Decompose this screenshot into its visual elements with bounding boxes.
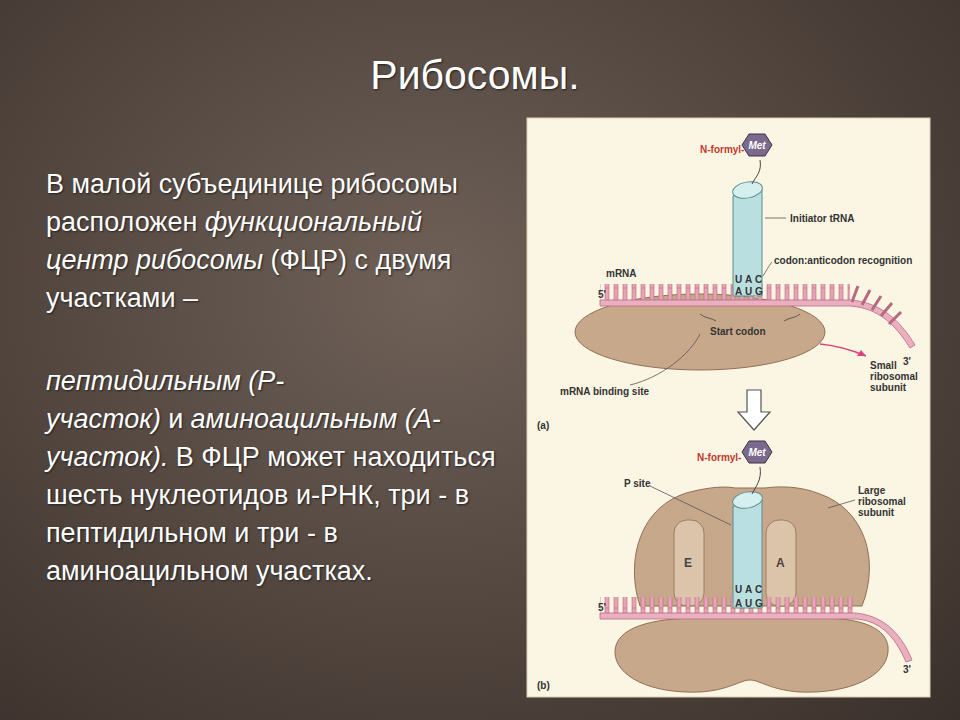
amino-bond [752, 160, 760, 184]
mrna-strand [600, 613, 912, 662]
diagram-label: N-formyl- [697, 452, 741, 463]
diagram-label: codon:anticodon recognition [774, 255, 912, 266]
diagram-label: Large ribosomal subunit [858, 485, 918, 518]
trna-cap [731, 180, 763, 201]
diagram-label: P site [624, 478, 651, 489]
leader-line [763, 262, 772, 276]
arrowhead [857, 350, 866, 356]
diagram-label: 5' [598, 602, 606, 613]
node-text: Met [748, 447, 765, 458]
base-letter: A [745, 584, 752, 595]
diagram-label: (b) [537, 680, 550, 691]
initiator-trna [733, 500, 762, 608]
trna-cap [731, 490, 763, 511]
diagram-label: Start codon [710, 326, 766, 337]
diagram-label: 5' [598, 289, 606, 300]
hexagon-shape [742, 134, 772, 156]
down-arrow [738, 390, 770, 430]
diagram-label: A [776, 558, 785, 569]
diagram-label: E [684, 558, 692, 569]
base-letter: U [745, 598, 752, 609]
mrna-bases-curve [852, 286, 901, 324]
base-letter: A [735, 286, 742, 297]
start-codon-bracket [700, 314, 800, 321]
diagram-label: (a) [537, 420, 549, 431]
initiator-trna [733, 190, 762, 296]
base-letter: U [735, 274, 742, 285]
base-letter: A [745, 274, 752, 285]
diagram-label: 3' [903, 356, 911, 367]
base-letter: A [735, 598, 742, 609]
hexagon-shape [742, 441, 772, 463]
e-site-slot [674, 520, 704, 606]
base-letter: C [755, 584, 762, 595]
diagram-label: mRNA binding site [560, 386, 649, 397]
diagram-label: N-formyl- [700, 144, 744, 155]
paragraph-text: и [168, 404, 183, 434]
met-hexagon: Met [741, 440, 773, 464]
base-letter: G [755, 598, 763, 609]
figure-panel [527, 118, 930, 697]
leader-line [765, 218, 786, 219]
a-site-slot [766, 520, 796, 606]
base-letter: U [735, 584, 742, 595]
leader-line [650, 486, 731, 525]
leader-line [630, 334, 700, 385]
pointer-arrow [820, 344, 866, 356]
base-letter: U [745, 286, 752, 297]
mrna-bases [600, 597, 855, 613]
met-hexagon: Met [741, 133, 773, 157]
mrna-strand [600, 300, 915, 348]
body-paragraph: В малой субъединице рибосомы расположенф… [46, 165, 508, 317]
body-paragraph: пептидильным (Р-участок)иаминоацильным (… [46, 362, 508, 590]
mrna-bases [600, 284, 850, 300]
diagram-label: 3' [903, 664, 911, 675]
diagram-label: Initiator tRNA [790, 213, 854, 224]
diagram-label: mRNA [606, 268, 637, 279]
diagram-label: Small ribosomal subunit [870, 360, 930, 393]
small-subunit [615, 618, 888, 692]
base-letter: C [755, 274, 762, 285]
base-letter: G [755, 286, 763, 297]
slide-title: Рибосомы. [0, 52, 950, 99]
node-text: Met [748, 140, 765, 151]
leader-line [828, 500, 855, 508]
amino-bond [752, 467, 760, 494]
